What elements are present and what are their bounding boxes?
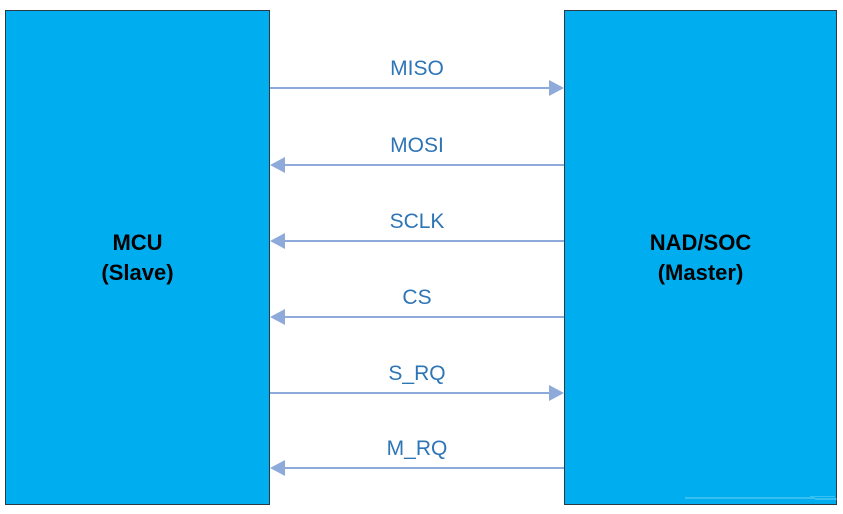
node-nad-soc-name: NAD/SOC: [649, 229, 752, 255]
signal-m-rq-label: M_RQ: [386, 437, 448, 460]
node-mcu-name: MCU: [112, 229, 163, 255]
signal-sclk-line: [284, 240, 564, 242]
image-artifact-3: [810, 496, 835, 497]
signal-s-rq-line: [270, 392, 550, 394]
signal-miso-label: MISO: [390, 57, 444, 80]
arrow-left-icon: [270, 309, 285, 325]
signal-cs-label: CS: [402, 286, 432, 309]
arrow-left-icon: [270, 460, 285, 476]
signal-miso-line: [270, 87, 550, 89]
node-mcu-role: (Slave): [101, 259, 174, 285]
arrow-right-icon: [549, 385, 564, 401]
signal-m-rq-line: [284, 467, 564, 469]
signal-sclk-label: SCLK: [389, 210, 445, 233]
arrow-right-icon: [549, 80, 564, 96]
signal-s-rq-label: S_RQ: [388, 362, 446, 385]
arrow-left-icon: [270, 233, 285, 249]
node-nad-soc[interactable]: NAD/SOC (Master): [564, 10, 843, 505]
signal-mosi-line: [284, 164, 564, 166]
node-mcu[interactable]: MCU (Slave): [5, 10, 270, 505]
signal-mosi-label: MOSI: [390, 134, 444, 157]
image-artifact-2: [815, 498, 843, 500]
image-artifact-1: [685, 497, 815, 499]
arrow-left-icon: [270, 157, 285, 173]
node-nad-soc-role: (Master): [657, 259, 744, 285]
signal-cs-line: [284, 316, 564, 318]
